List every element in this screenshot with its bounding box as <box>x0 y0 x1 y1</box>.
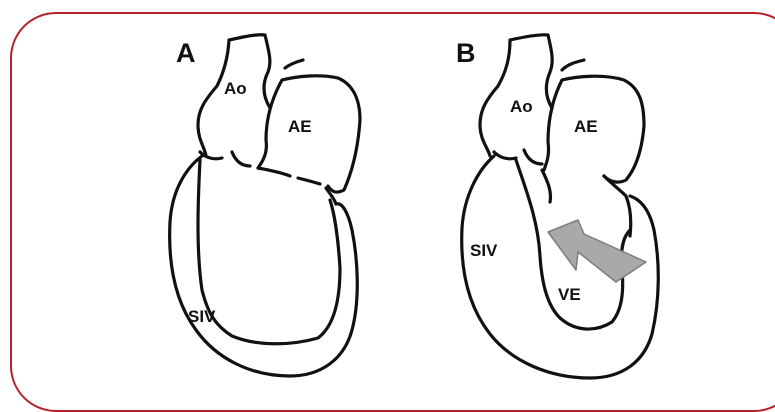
panel-a: A Ao AE SIV <box>170 35 360 376</box>
panel-b-valve-line <box>494 150 631 236</box>
panel-a-aorta-outline <box>198 35 303 156</box>
panel-a-label-ao: Ao <box>224 79 247 98</box>
panel-b-letter: B <box>456 38 476 68</box>
panel-b: B Ao AE SIV VE <box>456 35 658 378</box>
panel-a-valve-line <box>200 152 336 204</box>
panel-b-label-siv: SIV <box>470 241 498 260</box>
panel-b-label-ae: AE <box>574 117 598 136</box>
heart-diagram-figure: A Ao AE SIV B Ao AE SIV VE <box>0 0 775 393</box>
panel-b-label-ve: VE <box>558 285 581 304</box>
panel-b-label-ao: Ao <box>510 97 533 116</box>
panel-a-label-siv: SIV <box>188 307 216 326</box>
panel-a-label-ae: AE <box>288 117 312 136</box>
panel-a-inner-wall <box>198 160 340 344</box>
panel-a-letter: A <box>176 38 196 68</box>
panel-b-aorta-outline <box>480 35 584 156</box>
